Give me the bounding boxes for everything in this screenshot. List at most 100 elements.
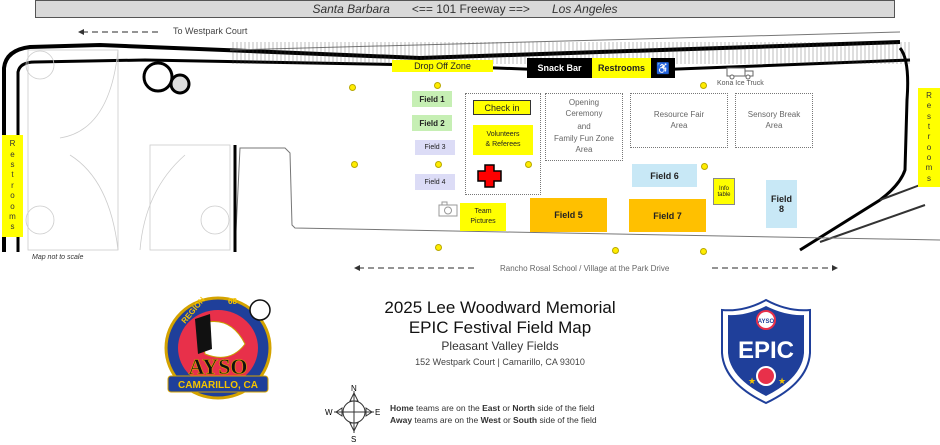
letter: o [10,201,15,211]
home-rule: Home teams are on the East or North side… [390,402,597,414]
letter: s [927,111,931,121]
letter: o [10,191,15,201]
map-not-to-scale-note: Map not to scale [32,254,84,261]
rancho-rosal-label: Rancho Rosal School / Village at the Par… [500,264,670,273]
light-pole-icon [525,161,532,168]
letter: e [10,149,15,159]
sensory-break-area: Sensory Break Area [735,93,813,148]
letter: o [926,153,932,163]
venue-address: 152 Westpark Court | Camarillo, CA 93010 [415,357,585,367]
to-westpark-court-label: To Westpark Court [173,26,248,36]
site-map-lines [2,29,940,271]
light-pole-icon [700,82,707,89]
table-line: table [717,191,731,198]
field-8: Field 8 [766,180,797,228]
letter: s [10,222,15,232]
field-1: Field 1 [412,91,452,107]
info-line: Info [718,185,729,192]
check-in-area [465,93,541,195]
svg-text:EPIC: EPIC [738,337,794,364]
compass-n: N [351,384,357,393]
team-line: Team [474,208,492,216]
area-line: Area [765,120,783,130]
truck-icon [726,67,754,80]
text: side of the field [535,403,595,413]
ayso-region-68-logo: AYSO CAMARILLO, CA REGION 68 [164,295,272,400]
text: teams are on the [412,415,481,425]
epic-shield-logo: AYSO EPIC ★ ★ [721,298,811,405]
volunteers-referees: Volunteers & Referees [473,125,533,155]
field-7: Field 7 [629,199,706,232]
camera-icon [438,201,458,217]
team-pictures: Team Pictures [460,203,506,231]
text: or [500,403,513,413]
compass-e: E [375,408,380,417]
title-line-1: 2025 Lee Woodward Memorial [384,298,616,317]
letter: o [926,142,932,152]
pictures-line: Pictures [470,218,496,225]
letter: m [9,211,16,221]
letter: e [926,101,932,111]
field-4: Field 4 [415,174,455,190]
family-fun-zone-line: Family Fun Zone [553,134,615,144]
text: or [500,415,514,425]
field-8-number: 8 [778,204,784,214]
compass-w: W [325,408,333,417]
check-in: Check in [473,100,531,115]
first-aid-icon [477,164,502,188]
letter: t [11,170,14,180]
svg-text:68: 68 [228,297,237,306]
north-word: North [512,403,536,413]
svg-text:★: ★ [748,376,756,386]
letter: m [925,163,933,173]
freeway-banner: Santa Barbara <== 101 Freeway ==> Los An… [35,0,895,18]
field-8-label: Field [770,194,792,204]
title-block: 2025 Lee Woodward Memorial EPIC Festival… [300,298,700,370]
area-line: Area [670,120,688,130]
light-pole-icon [435,244,442,251]
south-word: South [513,415,538,425]
field-5: Field 5 [530,198,607,232]
svg-text:CAMARILLO, CA: CAMARILLO, CA [178,380,258,391]
compass-s: S [351,435,356,443]
svg-text:★: ★ [778,376,786,386]
kona-ice-truck-label: Kona Ice Truck [717,80,764,87]
restroom-accessible-icon: ♿ [651,58,675,78]
away-rule: Away teams are on the West or South side… [390,414,597,426]
light-pole-icon [349,84,356,91]
volunteers-line: Volunteers [486,131,520,139]
info-table: Info table [713,178,735,205]
snack-bar: Snack Bar [527,58,592,78]
field-3: Field 3 [415,140,455,155]
east-word: East [482,403,501,413]
los-angeles-label: Los Angeles [551,2,618,16]
opening-line: Opening [568,98,600,107]
light-pole-icon [435,161,442,168]
svg-text:AYSO: AYSO [188,354,247,379]
west-word: West [480,415,501,425]
home-away-rules: Home teams are on the East or North side… [390,402,597,426]
sensory-break-line: Sensory Break [747,109,801,119]
text: side of the field [537,415,597,425]
drop-off-zone: Drop Off Zone [392,60,493,72]
home-word: Home [390,403,414,413]
light-pole-icon [701,163,708,170]
light-pole-icon [351,161,358,168]
compass-rose-icon: N S W E [325,384,380,443]
letter: r [927,132,931,142]
field-6: Field 6 [632,164,697,187]
letter: R [926,90,932,100]
referees-line: & Referees [485,141,521,148]
freeway-label: <== 101 Freeway ==> [411,2,530,16]
area-line: Area [575,145,593,155]
venue-name: Pleasant Valley Fields [441,339,559,353]
ceremony-line: Ceremony [565,108,603,118]
svg-text:AYSO: AYSO [758,319,775,325]
resource-fair-area: Resource Fair Area [630,93,728,148]
letter: t [927,121,931,131]
opening-ceremony-area: Opening Ceremony and Family Fun Zone Are… [545,93,623,161]
letter: R [9,139,16,149]
letter: r [11,180,14,190]
letter: s [927,173,931,183]
